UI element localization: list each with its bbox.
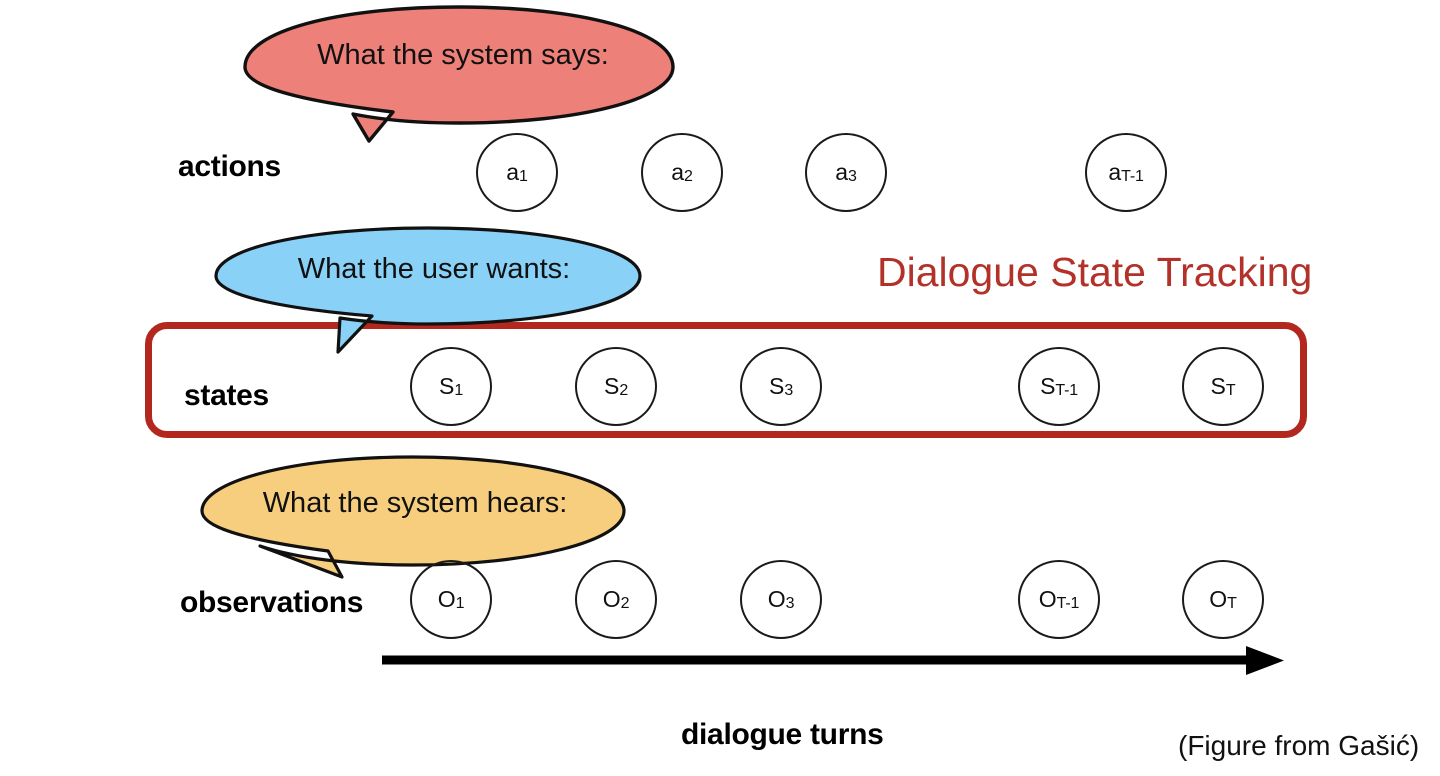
figure-credit: (Figure from Gašić) (1178, 730, 1420, 761)
speech-bubble-system-says-shape (243, 5, 675, 143)
node-observation-2-subscript: 2 (620, 594, 630, 612)
node-observation-2-symbol: O (602, 586, 621, 612)
node-observation-3-symbol: O (767, 586, 786, 612)
node-action-T-1-subscript: T-1 (1121, 167, 1144, 185)
dialogue-state-tracking-highlight (145, 322, 1307, 438)
node-state-2-subscript: 2 (619, 381, 629, 399)
node-action-T-1-symbol: a (1108, 159, 1122, 185)
node-action-1-subscript: 1 (519, 167, 528, 185)
dialogue-turns-label: dialogue turns (681, 718, 884, 751)
node-state-1-subscript: 1 (454, 381, 464, 399)
node-state-3-subscript: 3 (784, 381, 794, 399)
node-action-2-symbol: a (671, 159, 685, 185)
speech-bubble-system-hears-label: What the system hears: (262, 487, 568, 519)
node-action-3-subscript: 3 (848, 167, 857, 185)
speech-bubble-system-says: What the system says: (243, 5, 683, 145)
node-observation-T-1-subscript: T-1 (1056, 594, 1080, 612)
node-state-T-1-subscript: T-1 (1055, 381, 1078, 399)
node-action-3-symbol: a (835, 159, 849, 185)
node-state-2-symbol: S (603, 373, 620, 399)
node-observation-1-symbol: O (437, 586, 456, 612)
node-action-2-subscript: 2 (684, 167, 693, 185)
dialogue-state-tracking-title: Dialogue State Tracking (877, 249, 1313, 295)
speech-bubble-system-hears-shape (200, 455, 626, 579)
row-label-actions: actions (178, 150, 281, 183)
dialogue-turns-arrow-icon (382, 646, 1284, 675)
node-observation-3-subscript: 3 (785, 594, 795, 612)
speech-bubble-system-says-label: What the system says: (317, 39, 609, 71)
node-action-1-symbol: a (506, 159, 520, 185)
node-observation-1-subscript: 1 (455, 594, 465, 612)
node-state-1-symbol: S (438, 373, 455, 399)
node-observation-T-subscript: T (1227, 594, 1237, 612)
node-state-3-symbol: S (768, 373, 785, 399)
row-label-states: states (184, 379, 269, 412)
speech-bubble-user-wants-shape (214, 226, 642, 354)
node-observation-T-symbol: O (1209, 586, 1228, 612)
node-observation-T-1-symbol: O (1038, 586, 1057, 612)
speech-bubble-user-wants-label: What the user wants: (297, 253, 571, 285)
speech-bubble-user-wants: What the user wants: (214, 226, 654, 356)
speech-bubble-system-hears: What the system hears: (200, 455, 630, 580)
node-state-T-symbol: S (1210, 373, 1226, 399)
row-label-observations: observations (180, 586, 364, 619)
node-state-T-subscript: T (1225, 381, 1236, 399)
node-state-T-1-symbol: S (1040, 373, 1056, 399)
